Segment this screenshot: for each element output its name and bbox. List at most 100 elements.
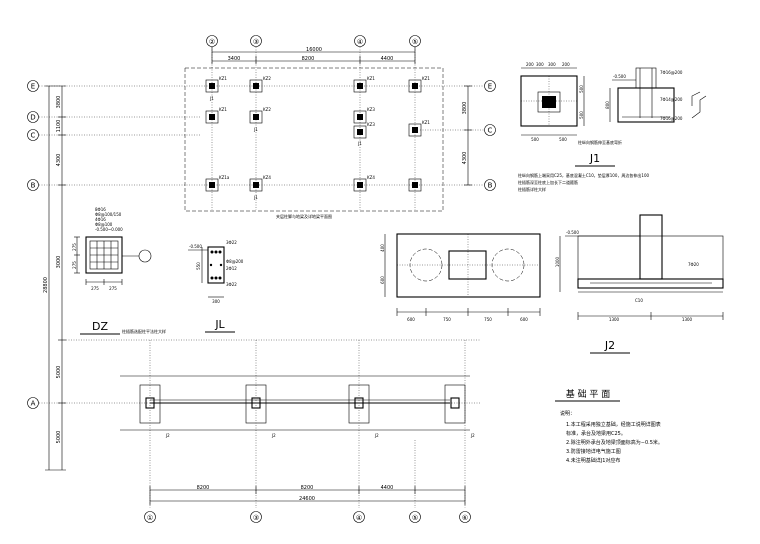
- j1-detail: 200 300 300 200 500 500 500 500 柱纵向钢筋伸至基…: [518, 62, 707, 192]
- legend-note-1: 标准，承台及地梁用C25。: [566, 430, 626, 437]
- j1-note-0: 柱纵向钢筋上端采用C25，基底混凝土C10，垫层厚100，周边各伸出100: [518, 172, 649, 178]
- svg-text:1000: 1000: [555, 256, 560, 267]
- svg-text:Φ8@200: Φ8@200: [226, 259, 244, 264]
- top-axis-label-3: ⑤: [412, 38, 418, 46]
- top-axis-label-2: ④: [357, 38, 363, 46]
- footing-kz3-c4: KZ3: [353, 122, 375, 139]
- svg-text:③: ③: [253, 514, 259, 522]
- svg-text:7Φ16@200: 7Φ16@200: [660, 70, 683, 75]
- upper-plan-outline: [184, 67, 444, 212]
- bottom-total-dim: 24600: [299, 496, 315, 502]
- svg-text:KZ3: KZ3: [367, 122, 375, 127]
- svg-text:-0.500: -0.500: [566, 230, 579, 235]
- svg-text:8Φ16: 8Φ16: [95, 207, 106, 212]
- svg-text:⑤: ⑤: [412, 514, 418, 522]
- footing-kz2-d3: KZ2: [249, 107, 271, 124]
- svg-text:750: 750: [443, 317, 451, 322]
- svg-text:KZ3: KZ3: [367, 107, 375, 112]
- left-axis-B: B: [31, 182, 36, 190]
- svg-text:8200: 8200: [301, 485, 314, 491]
- svg-text:①: ①: [147, 514, 153, 522]
- svg-text:KZ1: KZ1: [422, 120, 430, 125]
- svg-text:7Φ20: 7Φ20: [688, 262, 699, 267]
- left-dimension-chain: 28800 3800 1100 4300 3000 5000 5000: [43, 85, 66, 471]
- svg-text:750: 750: [484, 317, 492, 322]
- svg-text:KZ1: KZ1: [219, 107, 227, 112]
- svg-text:Φ8@100: Φ8@100: [95, 222, 113, 227]
- svg-text:J1: J1: [253, 195, 258, 200]
- svg-text:600: 600: [407, 317, 415, 322]
- left-dim-0: 3800: [56, 96, 62, 109]
- svg-text:800: 800: [605, 101, 610, 109]
- right-axis-B: B: [488, 182, 493, 190]
- footing-kz4-b3: KZ4: [249, 175, 271, 192]
- svg-text:1300: 1300: [682, 317, 693, 322]
- legend-note-4: 4.未注明基础详J1对应布: [566, 457, 620, 464]
- dz-detail: 8Φ16 Φ8@100/150 4Φ16 Φ8@100 -0.500~0.000…: [72, 207, 166, 335]
- svg-text:8200: 8200: [197, 485, 210, 491]
- right-dim-0: 3800: [462, 102, 468, 115]
- j2-section: -0.500 7Φ20 C10 1000 1300 1300 J2: [555, 214, 724, 354]
- footing-kz1-c5: KZ1: [408, 120, 430, 137]
- right-axis-bubbles: E C B: [484, 80, 496, 191]
- footing-kz2-e3: KZ2: [249, 76, 271, 93]
- svg-text:J2: J2: [271, 433, 276, 438]
- left-dim-3: 3000: [56, 256, 62, 269]
- svg-text:550: 550: [196, 262, 201, 270]
- right-axis-E: E: [488, 83, 492, 91]
- svg-text:275: 275: [72, 261, 77, 269]
- svg-text:J2: J2: [165, 433, 170, 438]
- left-axis-A: A: [31, 400, 36, 408]
- bottom-dimension-lines: 8200 8200 4400 24600: [149, 485, 466, 505]
- legend-note-3: 3.防雷接地详电气施工图: [566, 448, 621, 455]
- legend-note-0: 1.本工程采用独立基础，经施工说明详图表: [566, 421, 661, 428]
- svg-text:J1: J1: [357, 141, 362, 146]
- top-dim-1: 8200: [302, 56, 315, 62]
- top-axis-label-1: ③: [253, 38, 259, 46]
- svg-text:275: 275: [91, 286, 99, 291]
- svg-text:3Φ22: 3Φ22: [226, 282, 237, 287]
- footing-kz1a-b2: KZ1a: [205, 175, 230, 192]
- left-axis-C: C: [31, 132, 36, 140]
- right-dimension-chain: 3800 4300: [462, 85, 472, 186]
- j1-note-1: 柱插筋深至柱底上加长下二道箍筋: [518, 179, 578, 185]
- svg-text:1300: 1300: [609, 317, 620, 322]
- svg-text:④: ④: [356, 514, 362, 522]
- svg-text:KZ2: KZ2: [263, 107, 271, 112]
- right-axis-C: C: [488, 127, 493, 135]
- upper-column-footings: KZ1 KZ2 KZ1 KZ1 KZ1 KZ2 KZ3 KZ3 KZ1 KZ1a…: [205, 76, 430, 200]
- svg-text:KZ1: KZ1: [219, 76, 227, 81]
- footing-kz1-e4: KZ1: [353, 76, 375, 93]
- svg-text:200: 200: [562, 62, 570, 67]
- svg-text:C10: C10: [635, 298, 643, 303]
- svg-text:柱纵向钢筋伸至基底弯折: 柱纵向钢筋伸至基底弯折: [578, 139, 622, 145]
- svg-text:-0.500: -0.500: [613, 74, 626, 79]
- lower-plan: J2 J2 J2 J2: [39, 339, 480, 508]
- svg-text:500: 500: [559, 137, 567, 142]
- svg-text:7Φ16@200: 7Φ16@200: [660, 116, 683, 121]
- top-axis-label-0: ②: [209, 38, 215, 46]
- svg-text:500: 500: [579, 111, 584, 119]
- j2-title: J2: [604, 339, 615, 352]
- left-axis-E: E: [31, 83, 35, 91]
- footing-b5: [408, 178, 422, 192]
- svg-text:J1: J1: [209, 96, 214, 101]
- svg-text:KZ1: KZ1: [367, 76, 375, 81]
- left-axis-D: D: [30, 114, 35, 122]
- footing-kz3-d4: KZ3: [353, 107, 375, 124]
- legend-title: 基 础 平 面: [566, 388, 611, 400]
- svg-text:300: 300: [536, 62, 544, 67]
- left-total-dim: 28800: [43, 277, 49, 293]
- svg-text:KZ4: KZ4: [263, 175, 271, 180]
- svg-text:600: 600: [520, 317, 528, 322]
- top-axis-bubbles: ② ③ ④ ⑤: [206, 35, 421, 47]
- svg-text:400: 400: [380, 244, 385, 252]
- legend-heading: 说明：: [560, 410, 575, 417]
- svg-text:275: 275: [72, 243, 77, 251]
- svg-text:KZ1a: KZ1a: [219, 175, 230, 180]
- dz-note: 柱插筋选配柱平法柱大样: [122, 328, 166, 334]
- lower-footing-6: J2: [444, 384, 475, 438]
- svg-text:500: 500: [579, 85, 584, 93]
- svg-text:-0.500: -0.500: [189, 244, 202, 249]
